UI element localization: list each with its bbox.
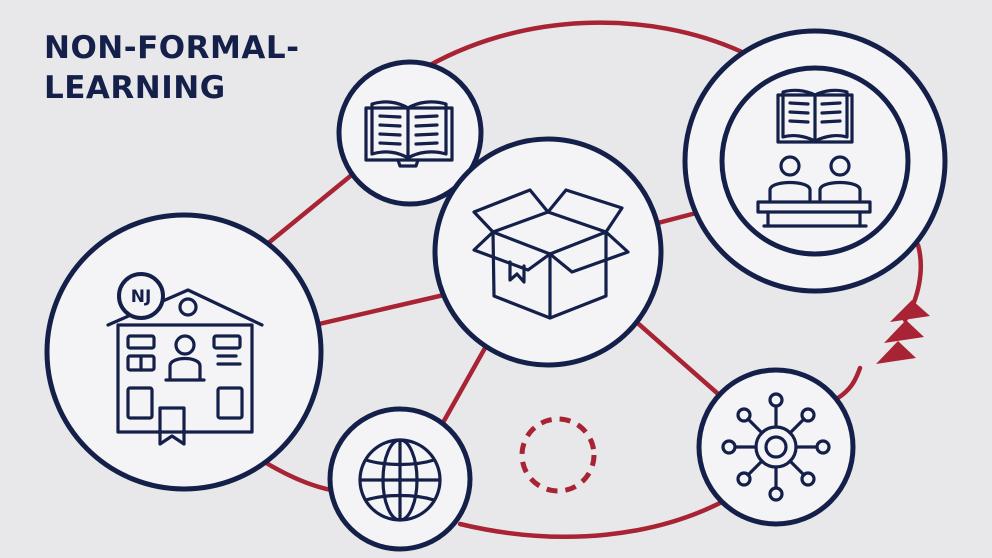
node-network-hub[interactable] <box>696 367 856 527</box>
open-box-icon <box>472 188 630 320</box>
badge-label: NJ <box>131 287 152 307</box>
title-line-1: NON-FORMAL- <box>44 30 300 66</box>
outer-arc-top <box>415 20 745 75</box>
node-open-box[interactable] <box>432 136 664 368</box>
badge-circle-icon <box>117 272 165 320</box>
page-title: NON-FORMAL- LEARNING <box>44 28 299 108</box>
outer-arc-right-lower <box>835 365 863 401</box>
outer-arc-bottom <box>457 492 738 539</box>
arrow-chevrons-icon <box>876 300 930 364</box>
node-school[interactable]: NJ <box>44 212 324 492</box>
title-line-2: LEARNING <box>44 70 226 106</box>
network-hub-icon <box>721 392 831 502</box>
node-globe[interactable] <box>327 406 473 552</box>
dashed-circle-icon <box>519 416 597 494</box>
badge: NJ <box>117 272 165 320</box>
node-open-book[interactable] <box>336 59 484 207</box>
node-classroom[interactable] <box>682 28 948 294</box>
edge-left-to-topleft <box>247 157 373 261</box>
open-book-icon <box>364 100 454 168</box>
school-building-icon <box>106 288 264 446</box>
classroom-book-icon <box>756 88 872 228</box>
globe-icon <box>358 438 442 522</box>
